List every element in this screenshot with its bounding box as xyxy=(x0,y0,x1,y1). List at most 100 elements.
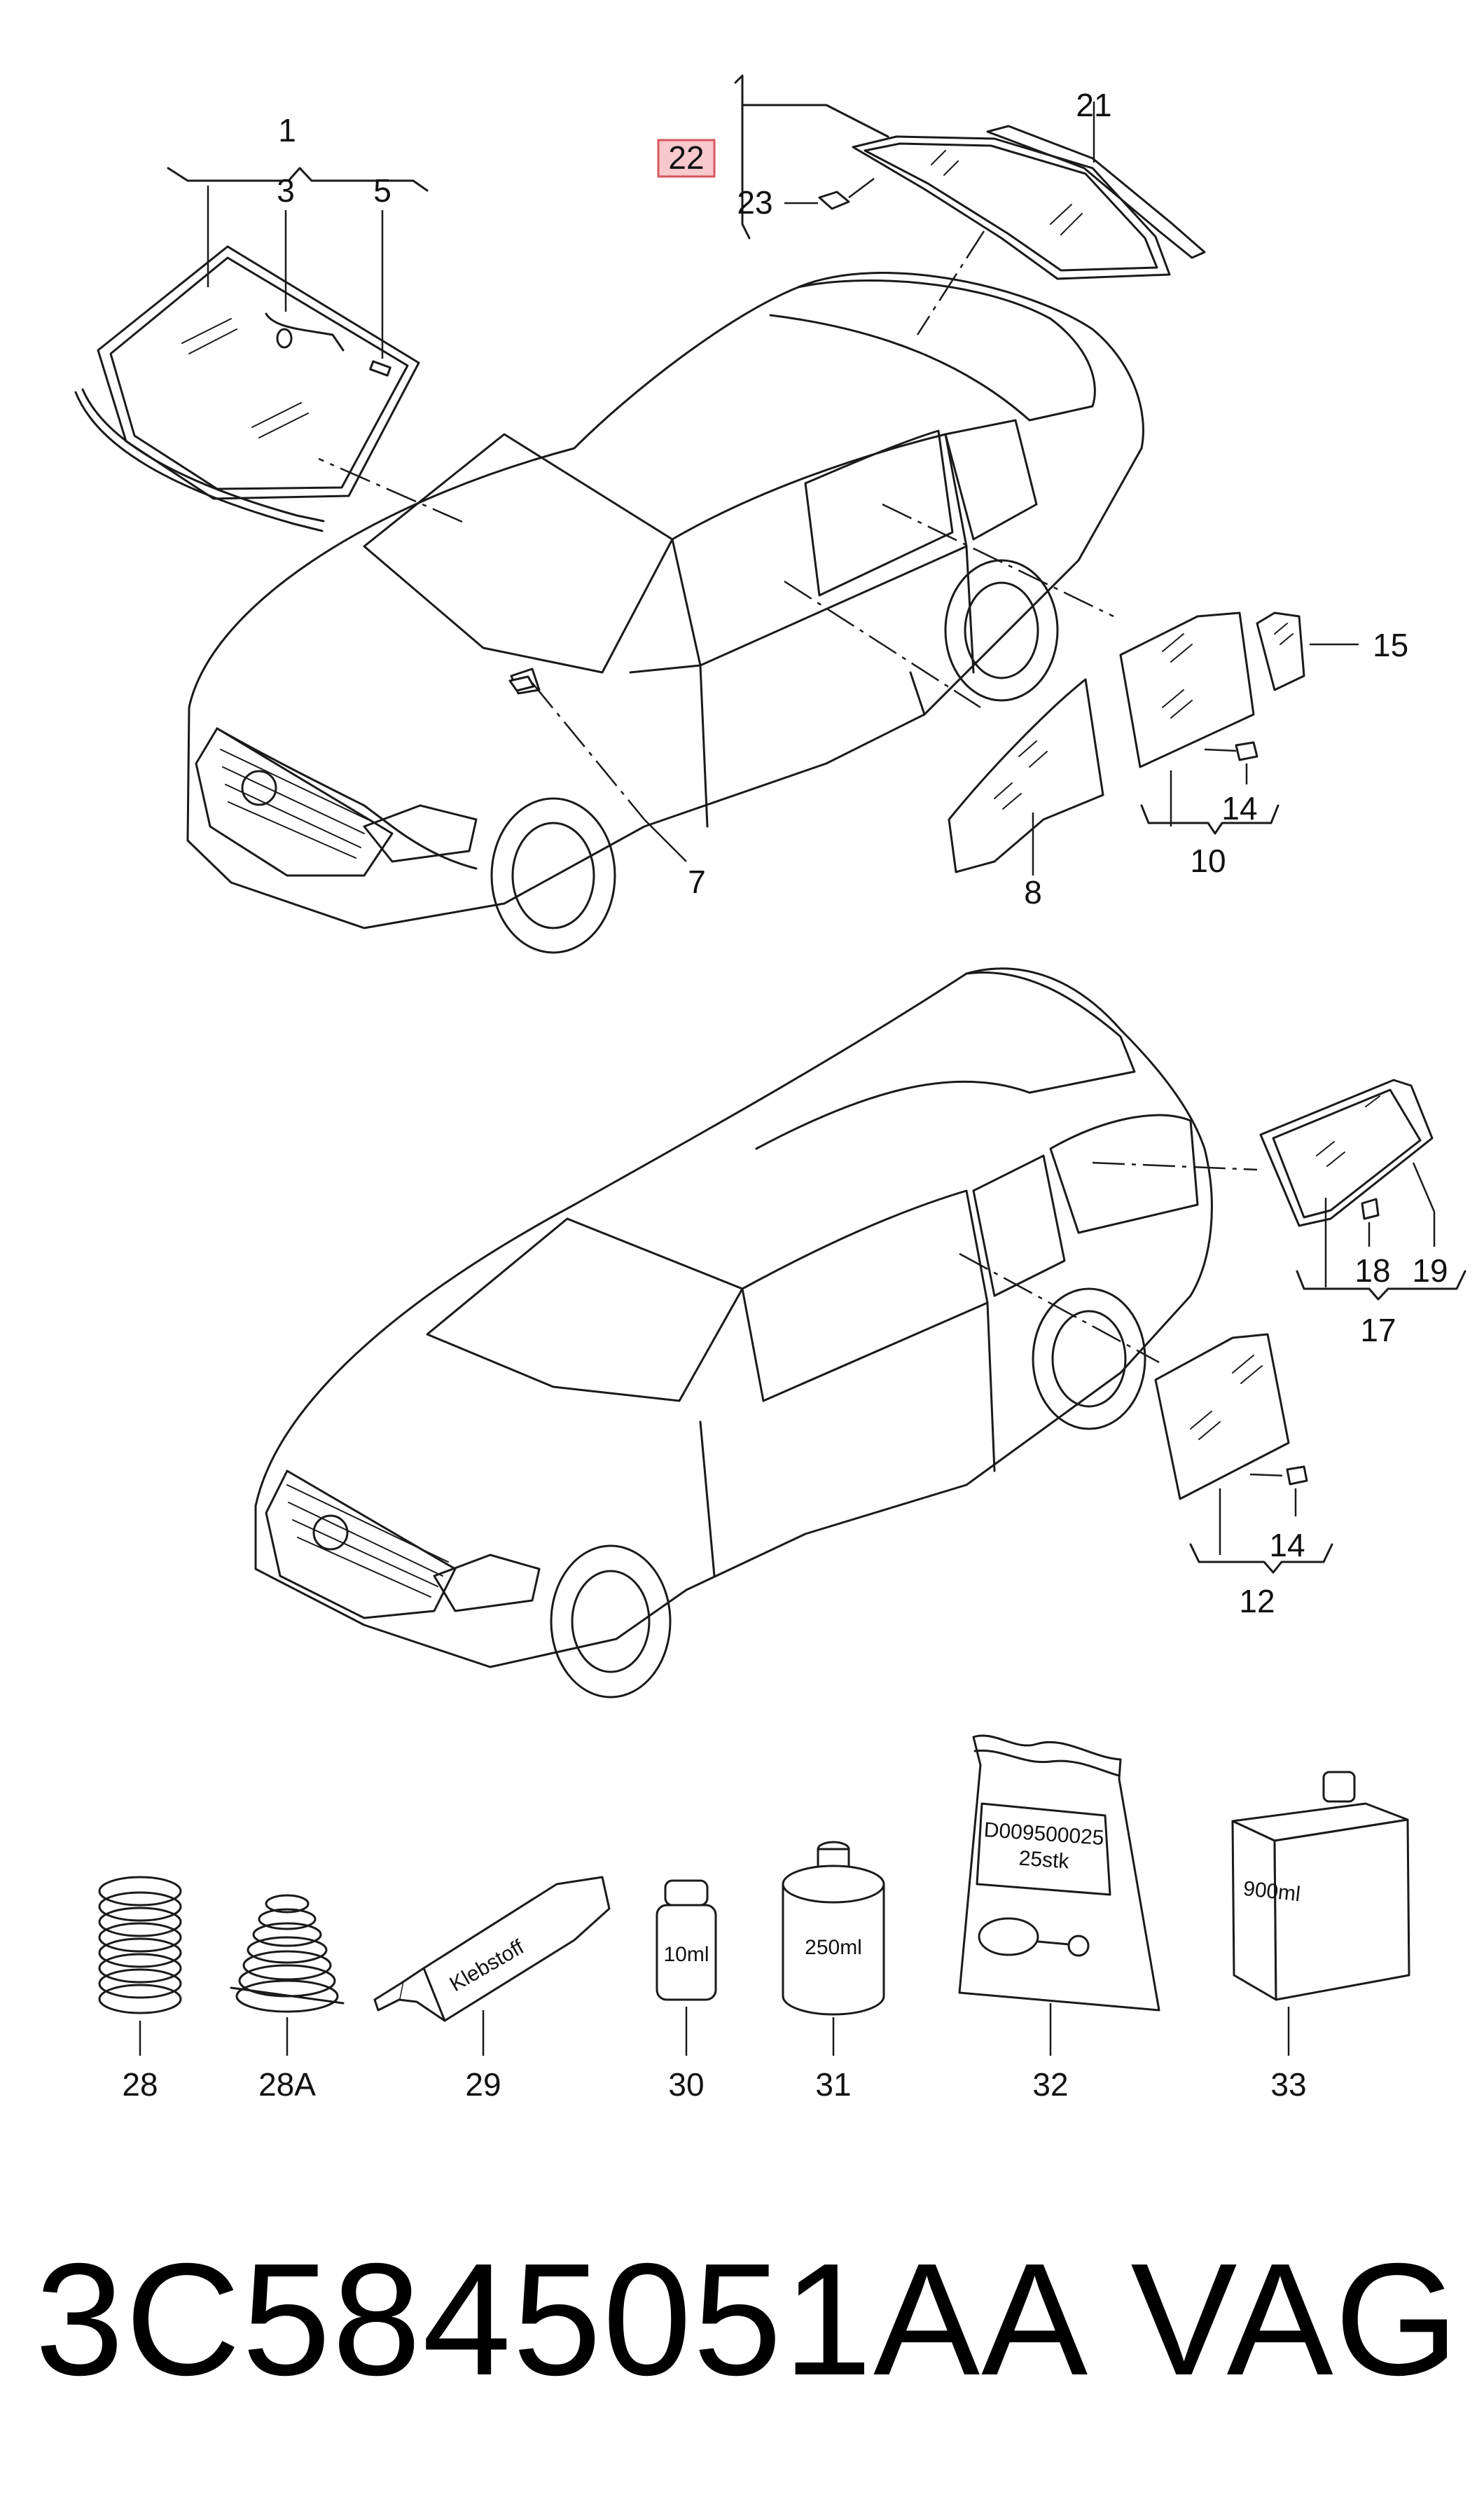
front-door-glass-part-8[interactable]: 8 xyxy=(948,678,1104,911)
estate-headlight xyxy=(433,1554,541,1612)
sedan-rear-wheel xyxy=(944,559,1059,702)
sedan-windshield xyxy=(363,433,674,674)
rear-window-glass[interactable] xyxy=(852,135,1171,280)
sealing-cord-part-28[interactable]: 28 xyxy=(98,1876,182,2103)
sedan-grille-area xyxy=(195,727,394,877)
estate-front-wheel xyxy=(550,1544,672,1699)
glass-reflection-lines xyxy=(181,318,309,438)
sedan-roof-rear xyxy=(769,279,1096,422)
callout-30: 30 xyxy=(668,2066,704,2103)
callout-12: 12 xyxy=(1239,1583,1275,1619)
estate-rear-door-glass xyxy=(1154,1333,1290,1500)
callout-5: 5 xyxy=(373,172,391,209)
rear-quarter-glass-part-15 xyxy=(1256,611,1305,691)
estate-rear-wheel xyxy=(1032,1287,1146,1430)
cleaner-box-part-33[interactable]: 900ml 33 xyxy=(1231,1771,1410,2103)
windshield-seal-strip-inner xyxy=(81,388,325,523)
callout-33: 33 xyxy=(1270,2066,1306,2103)
callout-31: 31 xyxy=(815,2066,851,2103)
washer-nozzle-part-7[interactable]: 7 xyxy=(508,675,706,900)
estate-quarter-window xyxy=(1049,1114,1199,1234)
callout-32: 32 xyxy=(1032,2066,1068,2103)
estate-vw-badge xyxy=(312,1514,349,1551)
front-door-glass xyxy=(948,678,1104,873)
callout-10: 10 xyxy=(1190,843,1226,879)
sealing-cord-part-28a[interactable]: 28A xyxy=(230,1894,345,2103)
callout-18: 18 xyxy=(1354,1252,1390,1289)
estate-rear-door-window xyxy=(972,1154,1066,1297)
sedan-front-window-frame xyxy=(804,429,954,597)
callout-28: 28 xyxy=(122,2066,158,2103)
callout-15: 15 xyxy=(1373,627,1408,663)
sedan-vw-badge xyxy=(241,770,277,806)
bracket-10 xyxy=(1140,804,1280,835)
callout-8: 8 xyxy=(1024,874,1042,911)
sedan-rear-door-window xyxy=(944,419,1038,541)
leader-22 xyxy=(741,104,889,138)
brand-label: VAG xyxy=(1130,2231,1460,2409)
callout-14a: 14 xyxy=(1221,790,1257,826)
sedan-hood-line xyxy=(216,727,478,870)
callout-7: 7 xyxy=(688,864,706,900)
primer-bottle-part-30[interactable]: 10ml 30 xyxy=(656,1879,717,2103)
sedan-front-door-window xyxy=(671,433,968,667)
estate-body-outline xyxy=(254,967,1213,1668)
rear-window-assembly[interactable]: 22 21 23 xyxy=(657,74,1206,335)
windshield-seal-strip[interactable] xyxy=(74,391,324,532)
repair-kit-bag-part-32[interactable]: D009500025 25stk 32 xyxy=(958,1734,1160,2103)
windshield-assembly[interactable]: 1 3 5 xyxy=(74,112,429,532)
can-label: 250ml xyxy=(805,1936,862,1959)
rear-glass-reflections xyxy=(931,150,1083,235)
callout-14b: 14 xyxy=(1269,1527,1305,1563)
sensor-pad-part-5[interactable] xyxy=(369,360,391,377)
windshield-inner-edge xyxy=(109,256,409,490)
sedan-illustration xyxy=(186,272,1144,954)
spacer-part-23[interactable] xyxy=(818,191,850,210)
rain-sensor-part-3[interactable] xyxy=(276,328,293,349)
sedan-headlight xyxy=(363,804,478,863)
callout-22-highlight[interactable] xyxy=(657,139,716,178)
callout-1: 1 xyxy=(278,112,296,148)
rear-door-glass-part-10[interactable]: 15 14 10 xyxy=(1119,611,1408,879)
rear-window-strip-21[interactable] xyxy=(986,125,1206,259)
callout-19: 19 xyxy=(1412,1252,1448,1289)
bracket-1 xyxy=(167,167,429,192)
bracket-12 xyxy=(1189,1543,1333,1574)
estate-door-lines xyxy=(699,1301,996,1577)
mirror-mount-outline xyxy=(265,312,345,352)
sedan-grille-bars xyxy=(220,749,368,859)
callout-3: 3 xyxy=(277,172,295,209)
callout-17: 17 xyxy=(1360,1312,1396,1348)
rear-window-inner-edge xyxy=(864,142,1158,272)
bracket-17 xyxy=(1296,1270,1466,1301)
callout-21: 21 xyxy=(1076,87,1111,123)
callout-23: 23 xyxy=(737,184,772,221)
part-number: 3C5845051AA xyxy=(35,2231,1089,2409)
sedan-door-lines xyxy=(629,545,975,828)
quarter-glass-inner xyxy=(1272,1088,1422,1219)
bottle-label: 10ml xyxy=(663,1943,709,1966)
estate-windshield xyxy=(426,1217,744,1402)
estate-illustration xyxy=(254,967,1258,1699)
primer-can-part-31[interactable]: 250ml 31 xyxy=(782,1841,885,2103)
quarter-glass xyxy=(1259,1079,1434,1227)
bag-qty-label: 25stk xyxy=(1018,1847,1071,1874)
estate-grille-bars xyxy=(286,1484,449,1598)
clip-part-14-a xyxy=(1235,741,1258,761)
callout-22: 22 xyxy=(668,139,704,176)
clip-part-18 xyxy=(1361,1198,1380,1220)
estate-front-door-window xyxy=(741,1189,989,1402)
callout-28a: 28A xyxy=(258,2066,316,2103)
rear-door-glass xyxy=(1119,611,1255,768)
quarter-glass-part-17[interactable]: 18 19 17 xyxy=(1259,1079,1466,1348)
bracket-22 xyxy=(734,74,751,240)
bag-label-panel xyxy=(976,1802,1111,1896)
adhesive-tube-part-29[interactable]: Klebstoff 29 xyxy=(373,1876,611,2103)
sedan-front-wheel xyxy=(490,797,616,954)
estate-roof-rails xyxy=(755,971,1136,1150)
windshield-glass[interactable] xyxy=(97,245,420,500)
rear-door-glass-part-12[interactable]: 14 12 xyxy=(1154,1333,1333,1619)
clip-part-14-b xyxy=(1286,1465,1308,1486)
callout-29: 29 xyxy=(465,2066,501,2103)
